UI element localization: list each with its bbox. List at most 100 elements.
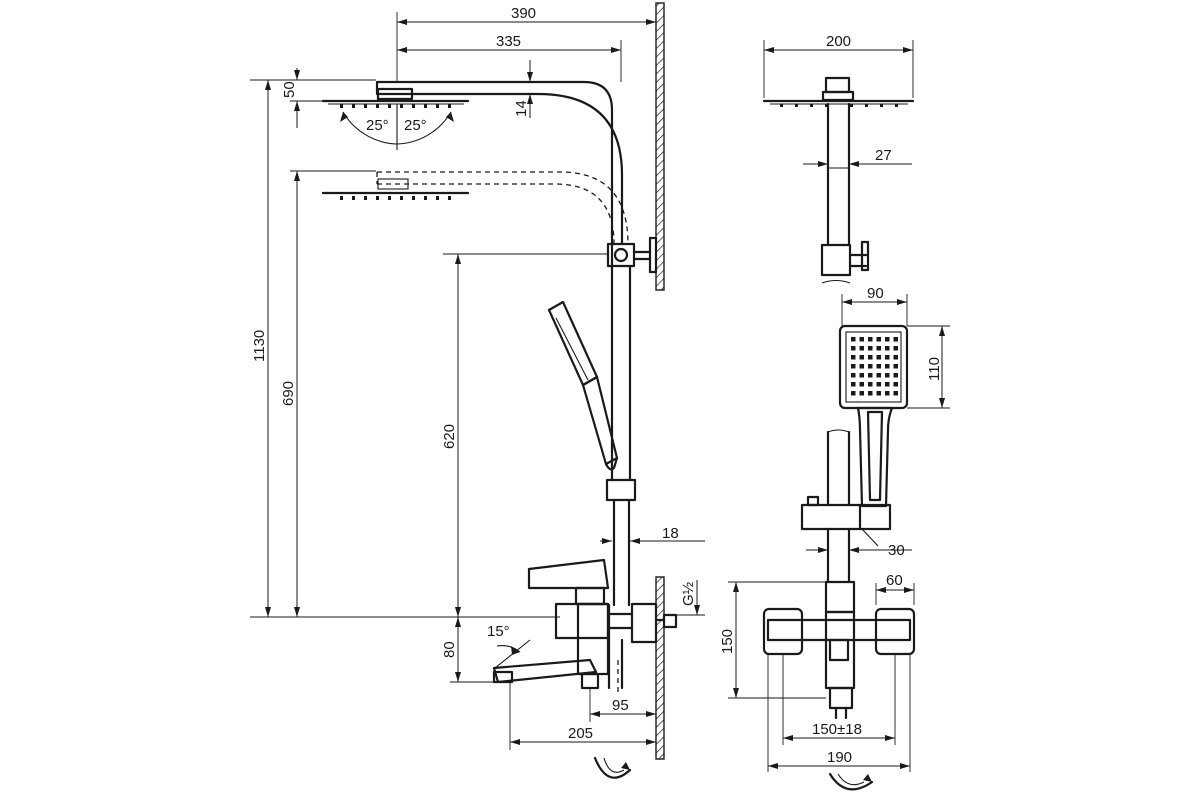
dim-tilt-left: 25° <box>366 117 389 134</box>
dim-line-1130 <box>265 80 271 617</box>
front-rotation-symbol <box>828 772 874 791</box>
hand-shower-nozzle <box>893 364 898 369</box>
hand-shower-nozzle <box>851 391 856 396</box>
dim-390: 390 <box>511 5 536 22</box>
dim-line-90 <box>841 294 908 326</box>
hand-shower-nozzle <box>859 355 864 360</box>
dim-90: 90 <box>867 285 884 302</box>
dim-line-690 <box>290 170 376 617</box>
hand-shower-nozzle <box>876 382 881 387</box>
dim-110: 110 <box>926 357 943 381</box>
dim-200: 200 <box>826 33 851 50</box>
dim-150: 150 <box>719 629 736 654</box>
hand-shower-nozzle <box>893 346 898 351</box>
hand-shower-nozzle <box>868 373 873 378</box>
hand-shower-nozzle <box>868 355 873 360</box>
hand-shower-nozzle <box>859 373 864 378</box>
wall-lower <box>655 576 665 760</box>
hand-shower-nozzle <box>893 355 898 360</box>
dim-60: 60 <box>886 572 903 589</box>
dim-line-620 <box>443 253 608 617</box>
hand-shower-nozzle <box>885 355 890 360</box>
dim-50: 50 <box>281 81 298 98</box>
wall-upper <box>655 2 665 291</box>
front-hand-shower <box>838 324 909 508</box>
dim-thread: G½ <box>680 581 697 606</box>
hand-shower-nozzle <box>859 346 864 351</box>
rotation-symbol <box>593 756 632 779</box>
hand-shower-nozzle <box>851 346 856 351</box>
dim-205: 205 <box>568 725 593 742</box>
hand-shower-nozzle <box>868 382 873 387</box>
hand-shower-nozzle <box>893 382 898 387</box>
spout-angle <box>494 639 531 669</box>
overhead-shower-head <box>321 87 470 108</box>
main-rail <box>375 80 632 607</box>
dim-190: 190 <box>827 749 852 766</box>
hand-shower-nozzle <box>876 373 881 378</box>
hand-shower-nozzle <box>885 364 890 369</box>
front-rail <box>800 429 892 584</box>
dim-18: 18 <box>662 525 679 542</box>
dim-95: 95 <box>612 697 629 714</box>
dim-line-110 <box>907 325 950 409</box>
dim-line-80 <box>450 617 494 683</box>
hand-shower-nozzle <box>851 364 856 369</box>
hand-shower-nozzle <box>876 346 881 351</box>
hand-shower-nozzle <box>868 337 873 342</box>
dim-line-thread <box>676 580 705 616</box>
wall-bracket <box>606 236 658 274</box>
hand-shower-nozzle <box>859 382 864 387</box>
dim-335: 335 <box>496 33 521 50</box>
front-overhead-head <box>762 76 915 284</box>
tilt-arc <box>340 104 454 150</box>
bath-mixer <box>492 558 678 694</box>
hand-shower-nozzle <box>885 337 890 342</box>
dim-line-50 <box>250 68 376 128</box>
hand-shower-nozzle <box>851 382 856 387</box>
hand-shower-nozzle <box>876 337 881 342</box>
dim-line-150 <box>728 581 826 699</box>
dim-line-390 <box>396 12 656 82</box>
hand-shower-nozzle <box>876 364 881 369</box>
hand-shower-nozzle <box>893 337 898 342</box>
hand-shower <box>547 300 619 471</box>
dim-27: 27 <box>875 147 892 164</box>
hand-shower-nozzle <box>851 355 856 360</box>
overhead-shower-head-lowered <box>321 171 629 245</box>
hand-shower-nozzle <box>885 382 890 387</box>
rail-slider <box>605 478 637 502</box>
hand-shower-nozzle <box>893 391 898 396</box>
dim-line-30 <box>806 528 912 553</box>
dim-620: 620 <box>441 424 458 449</box>
hand-shower-nozzle <box>868 391 873 396</box>
hand-shower-nozzle <box>885 373 890 378</box>
hand-shower-nozzle <box>859 337 864 342</box>
dim-14: 14 <box>513 100 530 117</box>
dim-1130: 1130 <box>251 330 268 362</box>
dim-line-150-18 <box>782 654 896 745</box>
dim-line-335 <box>397 40 622 82</box>
hand-shower-nozzle <box>876 391 881 396</box>
hand-shower-nozzle <box>851 337 856 342</box>
dim-line-205 <box>509 682 656 750</box>
hand-shower-nozzle <box>859 364 864 369</box>
dim-80: 80 <box>441 641 458 658</box>
dim-line-60 <box>875 583 915 605</box>
dim-150-18: 150±18 <box>812 721 862 738</box>
dim-690: 690 <box>280 381 297 406</box>
dim-line-190 <box>767 654 911 772</box>
hand-shower-nozzle <box>885 391 890 396</box>
dim-line-200 <box>763 40 914 98</box>
dim-line-14 <box>527 60 533 118</box>
dim-30: 30 <box>888 542 905 559</box>
front-view: 200 27 <box>719 33 950 791</box>
dim-line-27 <box>803 161 912 167</box>
dim-tilt-right: 25° <box>404 117 427 134</box>
hand-shower-nozzle <box>885 346 890 351</box>
hand-shower-nozzle <box>893 373 898 378</box>
side-view: 25° 25° <box>250 2 705 779</box>
dim-line-95 <box>589 688 656 722</box>
hand-shower-nozzle <box>851 373 856 378</box>
